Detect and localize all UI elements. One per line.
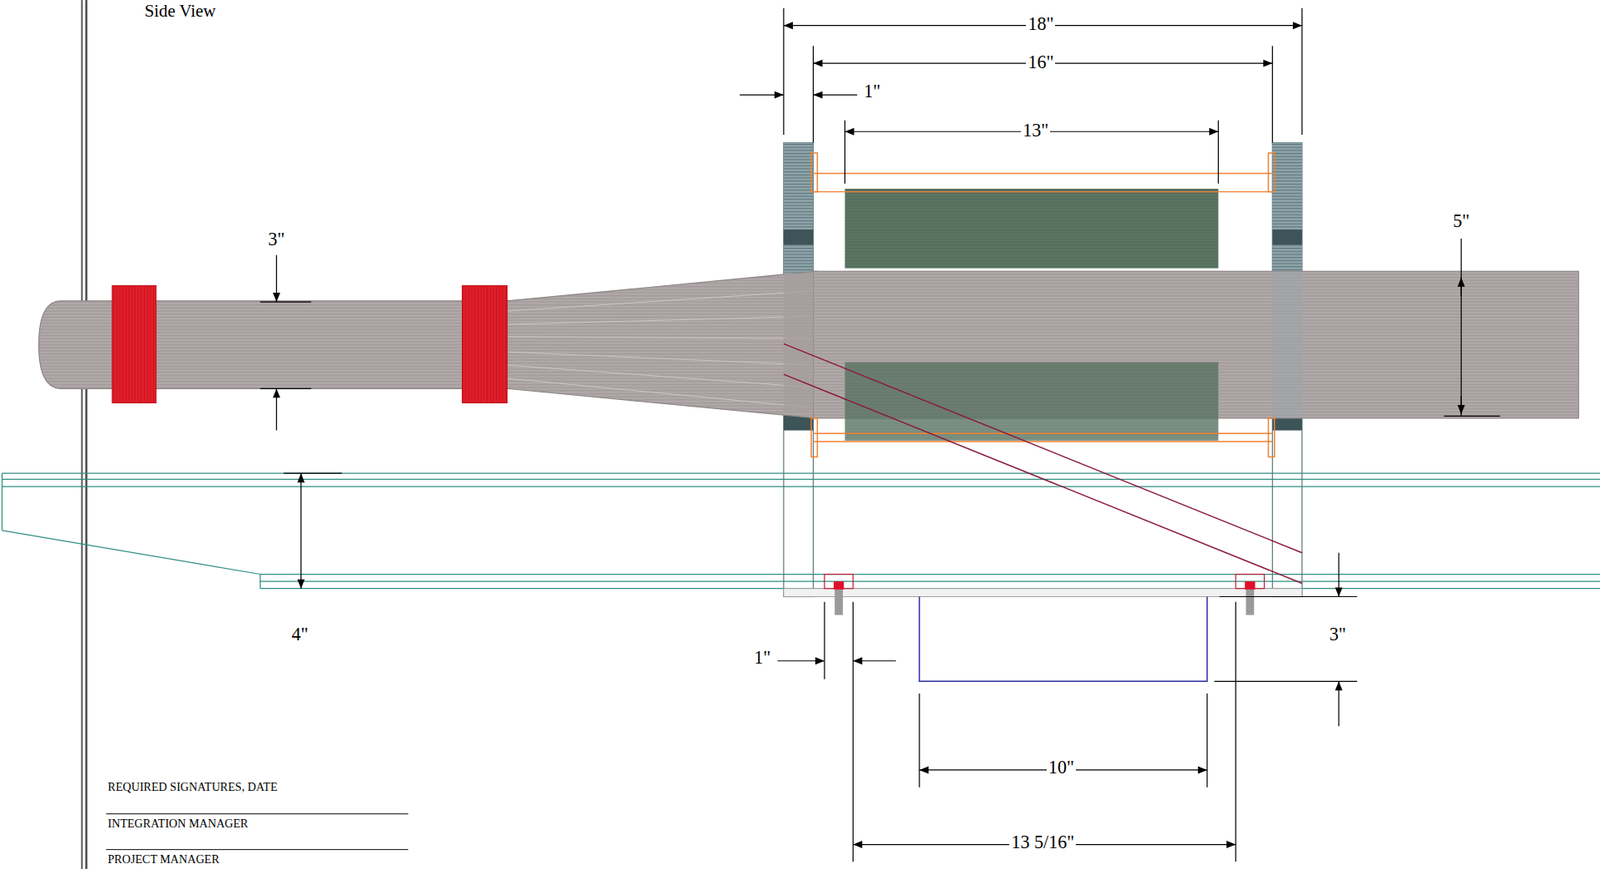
dimension-line [739,94,784,95]
flange-band [783,229,814,245]
dimension-label: 13 5/16" [1009,833,1076,853]
collar [112,285,157,403]
collar [462,285,508,403]
extension-line [1443,416,1500,417]
sheet-border [84,0,88,869]
taper-line [507,365,818,388]
signature-label: INTEGRATION MANAGER [106,817,251,830]
rod-bracket [811,153,818,193]
rail-line [1,485,1600,487]
extension-line [1235,602,1237,863]
signature-label: REQUIRED SIGNATURES, DATE [106,781,280,793]
dimension-label: 10" [1046,758,1076,778]
bolt-shank [1245,589,1254,616]
flange-frame [1272,143,1303,598]
dimensions [260,8,1501,862]
extension-line [260,301,312,303]
bolt-nut [833,581,844,590]
dimension-line [1337,681,1339,727]
rod-bracket [1268,418,1274,458]
rail-line [259,574,261,590]
dimension-label: 13" [1020,121,1051,140]
dimension-label: 3" [1327,625,1348,644]
rod-line [812,191,1273,193]
dimension-line [1461,277,1462,297]
dimension-label: 1" [752,648,773,668]
shaft-small [39,301,511,389]
extension-line [283,472,342,474]
dimension-label: 1" [861,82,882,101]
flange-plate [783,143,814,274]
taper-line [507,351,818,366]
sheet-border [80,0,83,869]
signature-label: PROJECT MANAGER [106,853,222,866]
rail-line [1,473,3,531]
dimension-line [276,255,278,303]
base-plate [783,589,1303,598]
diagonal-brace [783,374,1303,584]
dimension-line [1461,238,1462,417]
dimension-line [1337,553,1339,598]
dimension-line [812,94,857,95]
flange-plate [1272,143,1303,274]
rotor-core [844,188,1219,269]
rod-line [812,433,1273,435]
mount-box [919,596,1208,682]
dimension-label: 3" [266,230,287,249]
extension-line [1301,8,1303,135]
dimension-label: 16" [1025,53,1056,72]
shaft-taper [507,271,818,419]
view-title: Side View [143,2,218,20]
rail-line [1,530,260,575]
bolt-nut [1244,581,1255,590]
extension-line [1219,596,1358,598]
flange-band [1272,229,1303,245]
flange-through [1272,271,1303,419]
extension-line [1206,693,1208,788]
support-rail [1,473,1600,590]
dimension-line [777,660,825,662]
taper-line [507,378,818,409]
flange-frame [783,143,814,598]
signature-line [106,849,409,851]
extension-line [918,693,920,788]
dimension-label: 4" [290,625,311,644]
rod-line [812,440,1273,442]
extension-line [782,8,784,135]
extension-line [1272,45,1274,144]
extension-line [1218,120,1219,184]
rail-line [260,580,1600,582]
taper-lines [507,291,818,409]
diagonal-brace [783,343,1303,553]
taper-line [507,316,818,325]
extension-line [260,388,312,390]
bolt-shank [834,589,843,616]
dimension-line [1461,396,1462,415]
dimension-label: 5" [1451,212,1472,231]
rod-bracket [1268,153,1274,193]
dimension-label: 18" [1025,14,1056,34]
extension-line [852,602,854,863]
dimension-line [300,473,302,590]
tie-rod [811,153,1275,457]
rail-line [260,574,1600,575]
rotor-core [844,361,1219,441]
extension-line [844,120,846,184]
taper-line [507,291,818,313]
rod-bracket [811,418,818,458]
rail-line [1,479,1600,481]
signature-line [106,813,409,815]
rail-line [1,472,1600,474]
extension-line [823,602,825,680]
flange-through [783,273,814,414]
dimension-line [276,388,278,431]
taper-line [507,336,818,339]
rod-line [812,173,1273,174]
dimension-line [852,660,897,662]
